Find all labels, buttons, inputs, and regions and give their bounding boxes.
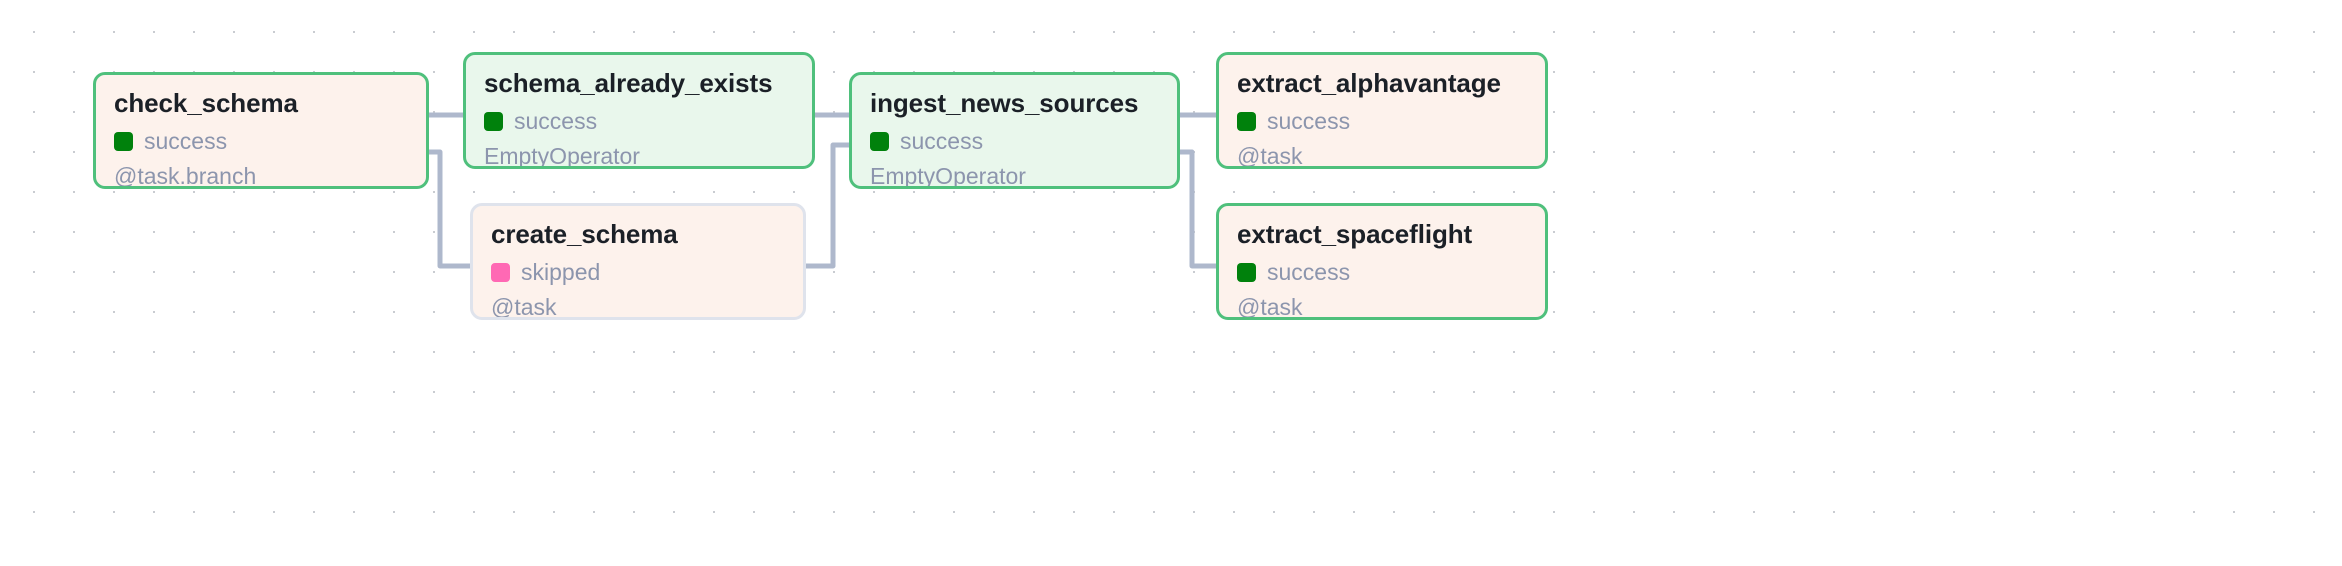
task-node-schema-already-exists[interactable]: schema_already_exists success EmptyOpera… — [463, 52, 815, 169]
task-node-state-label: skipped — [521, 258, 601, 285]
status-swatch-success-icon — [870, 131, 889, 151]
edge-ingest-news-sources-to-extract-spaceflight — [1180, 149, 1216, 269]
status-swatch-success-icon — [1237, 111, 1256, 131]
task-node-state-label: success — [1267, 107, 1351, 134]
task-node-state: success — [114, 128, 408, 155]
task-node-extract-alphavantage[interactable]: extract_alphavantage success @task — [1216, 52, 1548, 169]
task-node-operator: EmptyOperator — [870, 162, 1026, 189]
status-swatch-success-icon — [484, 111, 503, 131]
task-node-operator: @task — [1237, 142, 1303, 169]
task-node-state-label: success — [144, 127, 228, 154]
task-node-operator: @task.branch — [114, 162, 257, 189]
task-node-state: success — [1237, 259, 1527, 286]
task-node-ingest-news-sources[interactable]: ingest_news_sources success EmptyOperato… — [849, 72, 1180, 189]
task-node-extract-spaceflight[interactable]: extract_spaceflight success @task — [1216, 203, 1548, 320]
task-node-state-label: success — [1267, 258, 1351, 285]
task-node-title: check_schema — [114, 88, 298, 118]
task-node-operator: @task — [491, 293, 557, 320]
status-swatch-skipped-icon — [491, 262, 510, 282]
edge-check-schema-to-create-schema — [429, 149, 470, 269]
task-node-state: success — [870, 128, 1159, 155]
status-swatch-success-icon — [114, 131, 133, 151]
task-node-title: extract_spaceflight — [1237, 219, 1473, 249]
task-node-check-schema[interactable]: check_schema success @task.branch — [93, 72, 429, 189]
canvas-bottom-margin — [0, 544, 2342, 566]
task-node-title: schema_already_exists — [484, 68, 773, 98]
task-node-state-label: success — [514, 107, 598, 134]
task-node-title: extract_alphavantage — [1237, 68, 1501, 98]
task-node-state: success — [484, 108, 794, 135]
task-node-create-schema[interactable]: create_schema skipped @task — [470, 203, 806, 320]
task-node-title: ingest_news_sources — [870, 88, 1139, 118]
status-swatch-success-icon — [1237, 262, 1256, 282]
task-node-state: skipped — [491, 259, 785, 286]
task-node-state: success — [1237, 108, 1527, 135]
canvas-left-margin — [0, 0, 6, 566]
task-node-title: create_schema — [491, 219, 678, 249]
task-node-operator: EmptyOperator — [484, 142, 640, 169]
task-node-operator: @task — [1237, 293, 1303, 320]
canvas-top-margin — [0, 0, 2342, 5]
task-node-state-label: success — [900, 127, 984, 154]
canvas-right-margin — [2336, 0, 2342, 566]
